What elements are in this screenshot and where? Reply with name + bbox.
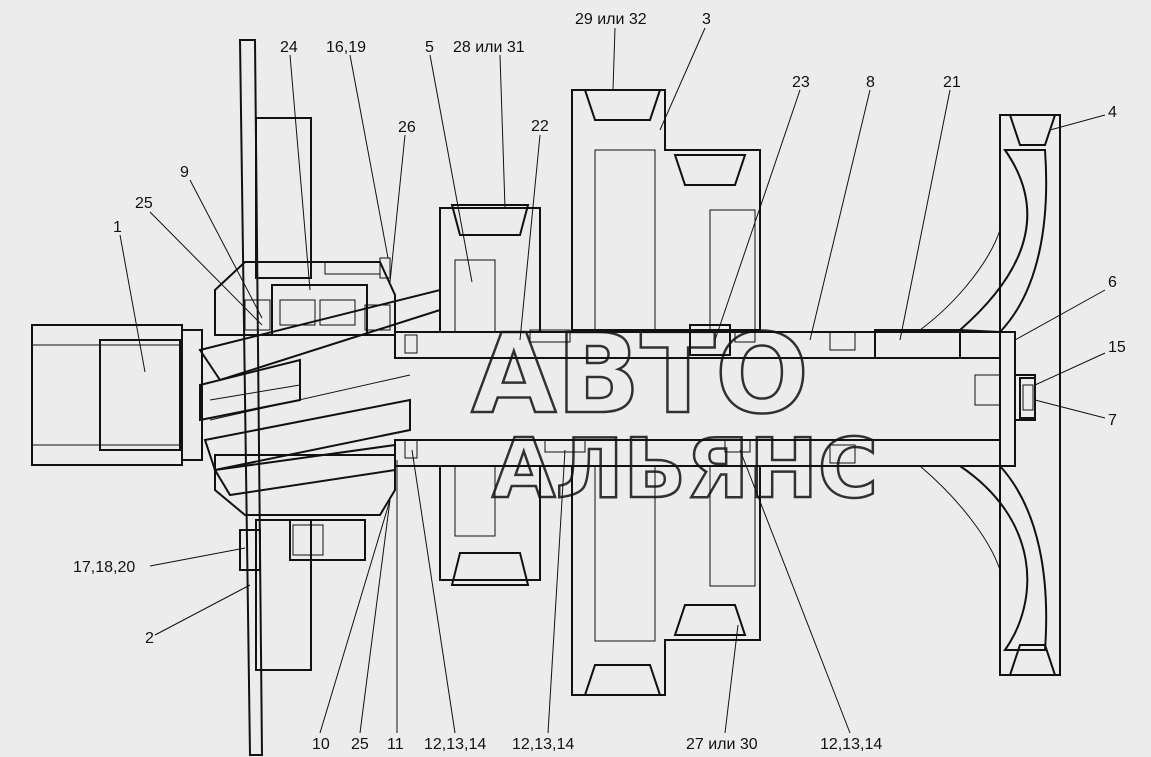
label-12-13-14-b: 12,13,14 <box>512 736 574 753</box>
spacer-seals <box>404 329 856 464</box>
large-pulley <box>919 114 1061 676</box>
label-16-19: 16,19 <box>326 39 366 56</box>
label-11: 11 <box>387 736 404 753</box>
label-23: 23 <box>792 74 810 91</box>
watermark: АВТО АЛЬЯНС <box>470 309 879 519</box>
double-pulley <box>571 89 761 696</box>
label-25-bottom: 25 <box>351 736 369 753</box>
label-5: 5 <box>425 39 434 56</box>
label-21: 21 <box>943 74 961 91</box>
splined-coupling <box>198 288 441 497</box>
watermark-line-1: АВТО <box>471 310 809 438</box>
label-4: 4 <box>1108 104 1117 121</box>
label-7: 7 <box>1108 412 1117 429</box>
label-9: 9 <box>180 164 189 181</box>
label-6: 6 <box>1108 274 1117 291</box>
label-26: 26 <box>398 119 416 136</box>
label-24: 24 <box>280 39 298 56</box>
label-25-top: 25 <box>135 195 153 212</box>
nut <box>1019 377 1036 419</box>
mounting-plate <box>238 39 312 756</box>
label-15: 15 <box>1108 339 1126 356</box>
label-28-or-31: 28 или 31 <box>453 39 525 56</box>
label-17-18-20: 17,18,20 <box>73 559 135 576</box>
label-8: 8 <box>866 74 875 91</box>
label-1: 1 <box>113 219 122 236</box>
leader-lines <box>119 27 1106 734</box>
drive-shaft <box>31 324 203 466</box>
label-3: 3 <box>702 11 711 28</box>
watermark-line-2: АЛЬЯНС <box>492 422 878 517</box>
label-22: 22 <box>531 118 549 135</box>
callout-labels: 1 25 9 24 16,19 26 5 28 или 31 22 29 или… <box>73 11 1126 753</box>
small-pulley <box>439 204 541 586</box>
label-10: 10 <box>312 736 330 753</box>
main-shaft <box>394 324 1036 467</box>
label-2: 2 <box>145 630 154 647</box>
label-12-13-14-a: 12,13,14 <box>424 736 486 753</box>
label-12-13-14-c: 12,13,14 <box>820 736 882 753</box>
label-27-or-30: 27 или 30 <box>686 736 758 753</box>
label-29-or-32: 29 или 32 <box>575 11 647 28</box>
